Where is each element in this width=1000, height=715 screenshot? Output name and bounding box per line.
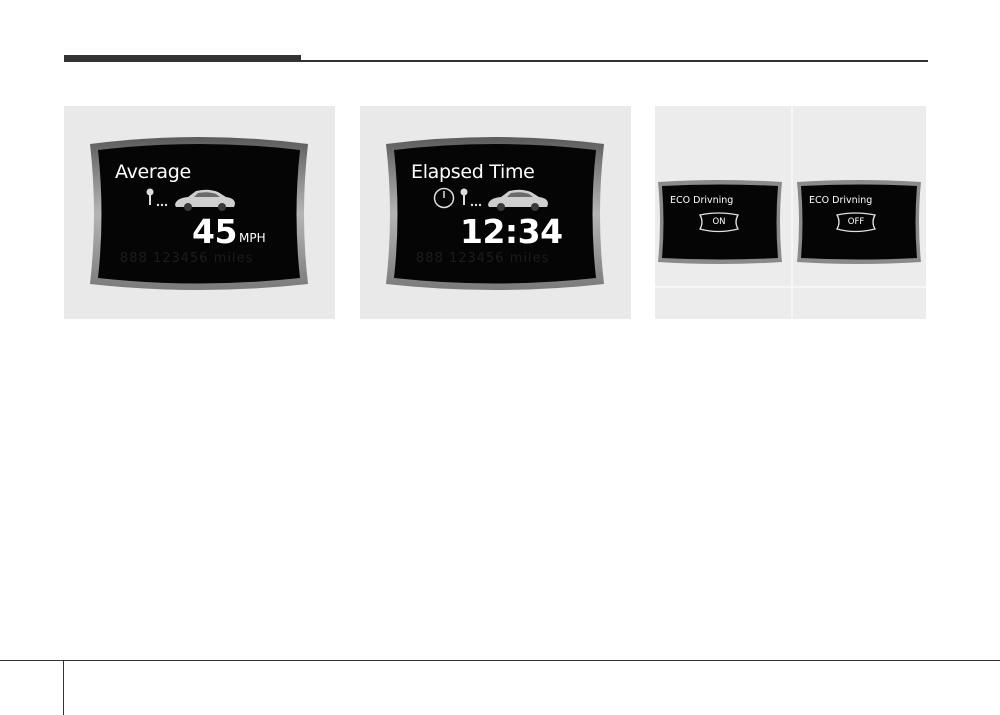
car-icon — [175, 189, 235, 211]
eco-on-badge: ON — [712, 217, 726, 227]
eco-on-screen — [658, 180, 782, 264]
eco-off-badge: OFF — [847, 217, 865, 227]
panel-title: Average — [115, 161, 191, 183]
eco-driving-panel: ECO Drivning ON ECO Drivning OFF — [655, 106, 926, 319]
eco-driving-label: ECO Drivning — [809, 195, 873, 206]
speed-unit: MPH — [239, 231, 266, 245]
footer-margin-rule — [63, 660, 64, 715]
panel-divider — [655, 286, 926, 288]
eco-off-screen — [797, 180, 921, 264]
eco-driving-label: ECO Drivning — [670, 195, 734, 206]
header-rule-thick — [64, 55, 301, 62]
ghost-segments: 888 123456 miles — [120, 251, 254, 266]
pin-icon — [460, 188, 482, 207]
panel-title: Elapsed Time — [411, 161, 535, 183]
elapsed-time-value: 12:34 — [460, 212, 563, 251]
average-speed-panel: Average 45 MPH 888 123456 miles — [64, 106, 335, 319]
ghost-segments: 888 123456 miles — [416, 251, 550, 266]
clock-icon — [433, 187, 455, 209]
average-speed-value: 45 — [192, 212, 237, 251]
car-icon — [488, 189, 548, 211]
elapsed-time-panel: Elapsed Time 12:34 888 123456 miles — [360, 106, 631, 319]
display-bezel — [386, 137, 604, 290]
display-bezel — [90, 137, 308, 290]
pin-icon — [146, 188, 168, 207]
footer-rule — [0, 660, 1000, 661]
header-rule — [64, 60, 928, 62]
panel-divider — [791, 106, 793, 319]
